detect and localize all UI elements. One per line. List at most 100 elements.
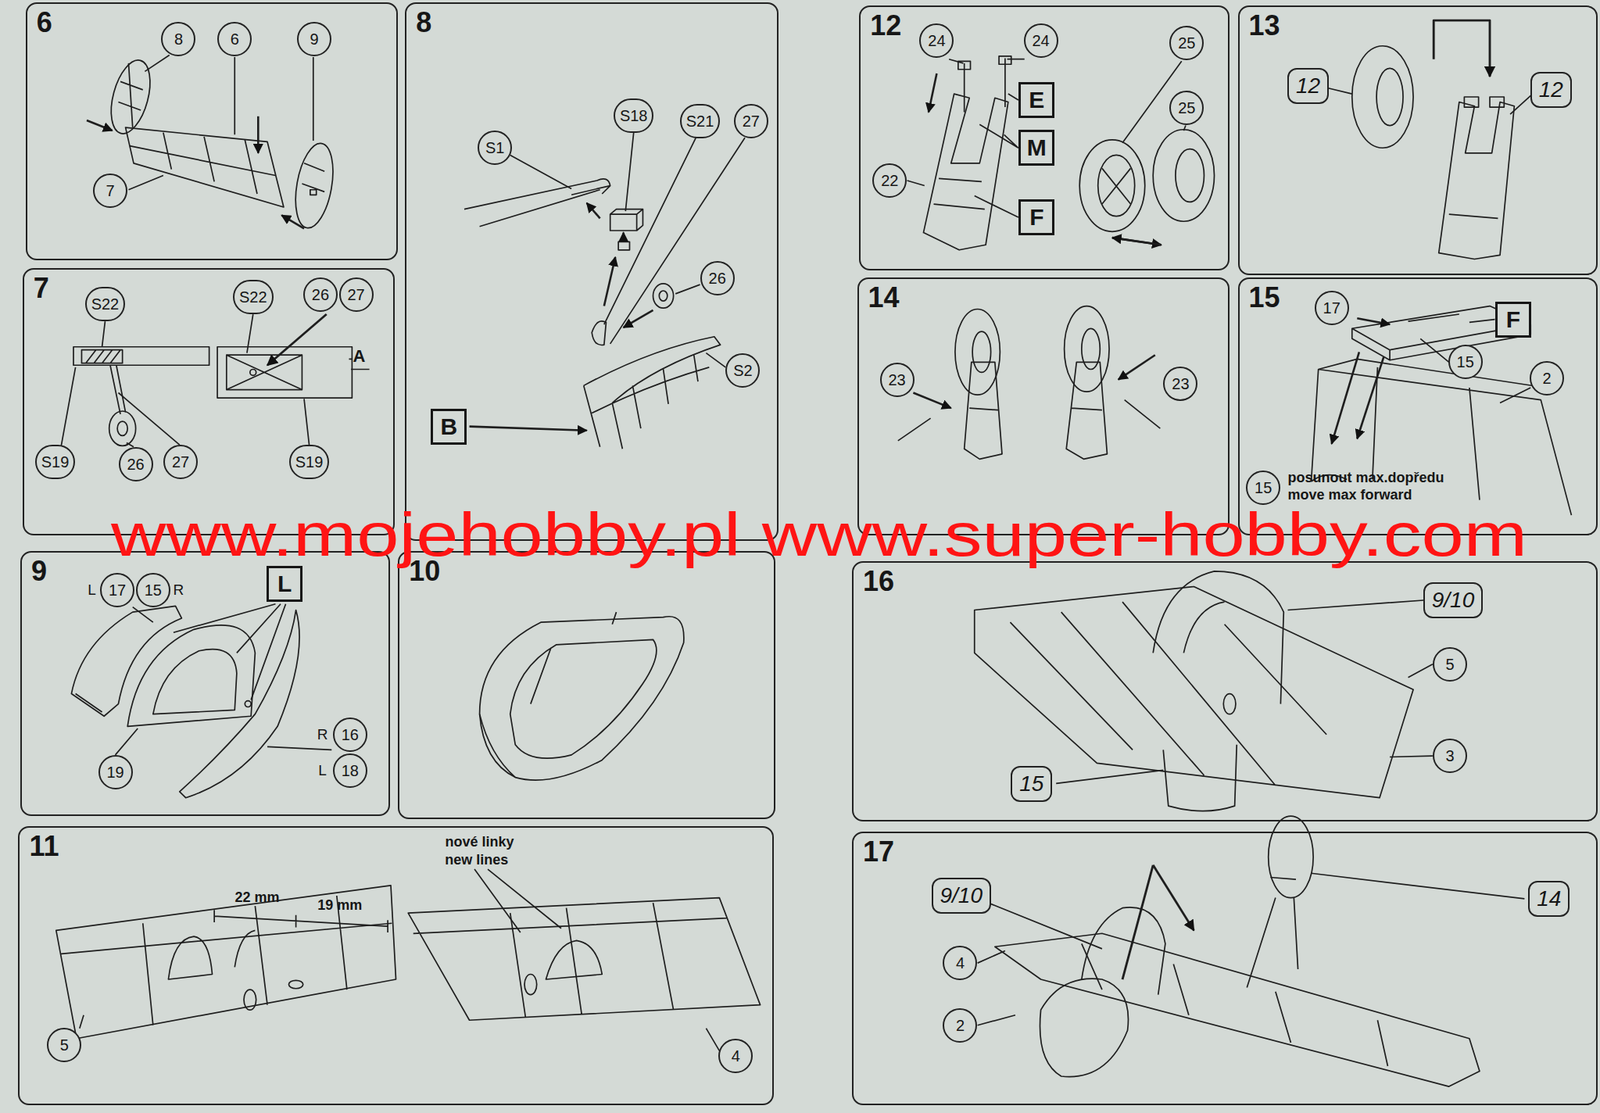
node-text: 27 xyxy=(171,454,190,470)
node-text: 17 xyxy=(108,582,126,598)
node-text: S19 xyxy=(41,454,70,470)
subassembly-ref: 9/10 xyxy=(931,877,992,914)
annotation-label: nové linky xyxy=(445,834,515,851)
step-panel: 10 xyxy=(397,551,776,820)
callout-number: 23 xyxy=(1163,366,1198,401)
callout-number: 23 xyxy=(880,362,915,398)
callout-number: 17 xyxy=(1314,290,1350,326)
node-text: 3 xyxy=(1446,748,1455,764)
callout-number: 16 xyxy=(332,717,368,752)
callout-number: 9 xyxy=(297,21,332,57)
callout-number: 18 xyxy=(332,753,368,788)
node-text: 24 xyxy=(1031,32,1049,49)
step-number: 15 xyxy=(1249,283,1281,312)
callout-number: 8 xyxy=(161,21,196,57)
node-text: 6 xyxy=(230,31,240,47)
node-text: 2 xyxy=(1542,370,1552,387)
annotation-label: R xyxy=(173,581,185,598)
subassembly-ref: 12 xyxy=(1530,71,1572,108)
node-text: 23 xyxy=(887,372,906,388)
callout-number: 3 xyxy=(1432,738,1468,774)
subassembly-ref: 14 xyxy=(1528,880,1570,917)
step-panel: 6 8 6 9 7 xyxy=(25,2,399,261)
subassembly-ref: 9/10 xyxy=(1423,582,1484,619)
step-number: 8 xyxy=(415,8,432,37)
step-number: 9 xyxy=(31,557,47,586)
step-number: 6 xyxy=(36,8,53,37)
callout-number: S22 xyxy=(85,286,126,322)
part-letter-box: E xyxy=(1018,82,1055,119)
step-panel: 16 9/10 5 3 15 xyxy=(851,561,1598,822)
step-number: 12 xyxy=(869,11,902,40)
step-panel: 7S22S222627S192627S19 xyxy=(22,268,396,536)
node-text: L xyxy=(277,572,292,596)
node-text: 9/10 xyxy=(1431,589,1475,612)
callout-number: 27 xyxy=(163,444,198,480)
callout-number: 24 xyxy=(919,23,954,58)
node-text: 12 xyxy=(1295,75,1321,97)
step-panel: 17 9/10 4 2 14 xyxy=(851,831,1598,1106)
node-text: 12 xyxy=(1539,78,1564,101)
node-text: 15 xyxy=(1254,479,1272,496)
annotation-label: 22 mm xyxy=(234,890,280,906)
node-text: 22 xyxy=(880,172,899,189)
node-text: 4 xyxy=(955,955,965,971)
step-panel: 13 12 12 xyxy=(1238,5,1599,276)
node-text: 7 xyxy=(105,182,115,199)
part-letter-box: L xyxy=(266,565,303,602)
node-text: 9 xyxy=(310,31,319,47)
part-letter-box: F xyxy=(1018,199,1055,236)
step-number: 17 xyxy=(862,837,895,867)
callout-number: 26 xyxy=(700,261,735,296)
callout-number: 7 xyxy=(93,173,128,208)
node-text: 25 xyxy=(1177,35,1196,51)
node-text: 24 xyxy=(927,32,945,49)
part-letter-box: M xyxy=(1018,129,1055,166)
step-number: 13 xyxy=(1249,11,1281,40)
node-text: 26 xyxy=(311,286,330,303)
annotation-label: A xyxy=(353,347,366,366)
step-panel: 11 5 4 xyxy=(17,826,774,1105)
node-text: S19 xyxy=(295,454,324,470)
callout-number: 22 xyxy=(872,163,907,198)
step-number: 16 xyxy=(862,567,895,596)
node-text: 5 xyxy=(60,1037,69,1053)
part-letter-box: F xyxy=(1495,301,1532,338)
node-text: 27 xyxy=(347,286,365,303)
node-text: S22 xyxy=(239,289,268,305)
node-text: E xyxy=(1028,88,1045,112)
annotation-label: L xyxy=(318,762,327,779)
step-number: 11 xyxy=(28,832,59,861)
callout-number: 19 xyxy=(98,755,133,790)
node-text: S22 xyxy=(91,296,120,312)
callout-number: S19 xyxy=(35,444,76,480)
annotation-label: 19 mm xyxy=(317,898,362,914)
node-text: 18 xyxy=(341,762,359,779)
callout-number: 27 xyxy=(733,103,769,139)
callout-number: 5 xyxy=(1432,647,1468,682)
node-text: 15 xyxy=(1019,773,1044,795)
node-text: 8 xyxy=(174,31,183,47)
callout-number: S1 xyxy=(477,130,512,165)
node-text: S21 xyxy=(686,113,715,129)
node-text: S1 xyxy=(485,139,505,156)
annotation-label: new lines xyxy=(444,852,509,869)
callout-number: 2 xyxy=(942,1008,978,1043)
callout-number: 25 xyxy=(1169,90,1204,126)
callout-number: S21 xyxy=(680,103,721,139)
node-text: 26 xyxy=(708,270,727,287)
step-panel: 142323 xyxy=(857,277,1231,536)
node-text: 15 xyxy=(144,582,162,598)
callout-number: 4 xyxy=(718,1038,753,1074)
node-text: 2 xyxy=(955,1017,965,1034)
callout-number: 27 xyxy=(339,277,374,312)
node-text: 14 xyxy=(1536,887,1561,910)
callout-number: 5 xyxy=(46,1027,82,1063)
node-text: 19 xyxy=(106,764,124,781)
node-text: 9/10 xyxy=(940,884,984,907)
callout-number: 26 xyxy=(118,447,154,482)
callout-number: 4 xyxy=(942,945,978,981)
node-text: S2 xyxy=(733,362,752,379)
step-number: 7 xyxy=(33,274,50,303)
node-text: M xyxy=(1027,136,1047,160)
